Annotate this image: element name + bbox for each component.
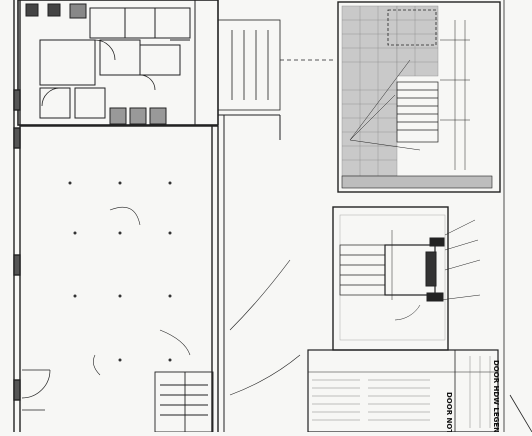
enlarged-stair-detail	[337, 1, 501, 193]
detail-treads	[396, 81, 439, 143]
detail-callouts	[349, 20, 470, 170]
floor-plan	[13, 0, 335, 433]
legend-rows	[469, 356, 491, 428]
bottom-stair	[154, 371, 214, 433]
section-callouts	[391, 219, 481, 321]
detail-hatch	[341, 5, 439, 177]
corridor-stair	[217, 19, 335, 111]
left-exterior-wall	[13, 0, 21, 432]
leader-lines	[93, 206, 301, 396]
door-notes-rows	[312, 379, 430, 421]
section-detail	[332, 206, 481, 351]
column-markers	[68, 181, 172, 362]
upper-rooms	[17, 0, 219, 126]
open-floor-area	[20, 114, 281, 432]
notes-and-legend	[307, 349, 499, 433]
door-hardware-legend-title: DOOR HDW LEGEND	[492, 360, 500, 432]
sheet-corner-mark	[509, 394, 532, 433]
door-notes-title: DOOR NOTES	[445, 392, 453, 432]
section-stair	[339, 244, 386, 296]
left-door-swing	[21, 369, 51, 411]
